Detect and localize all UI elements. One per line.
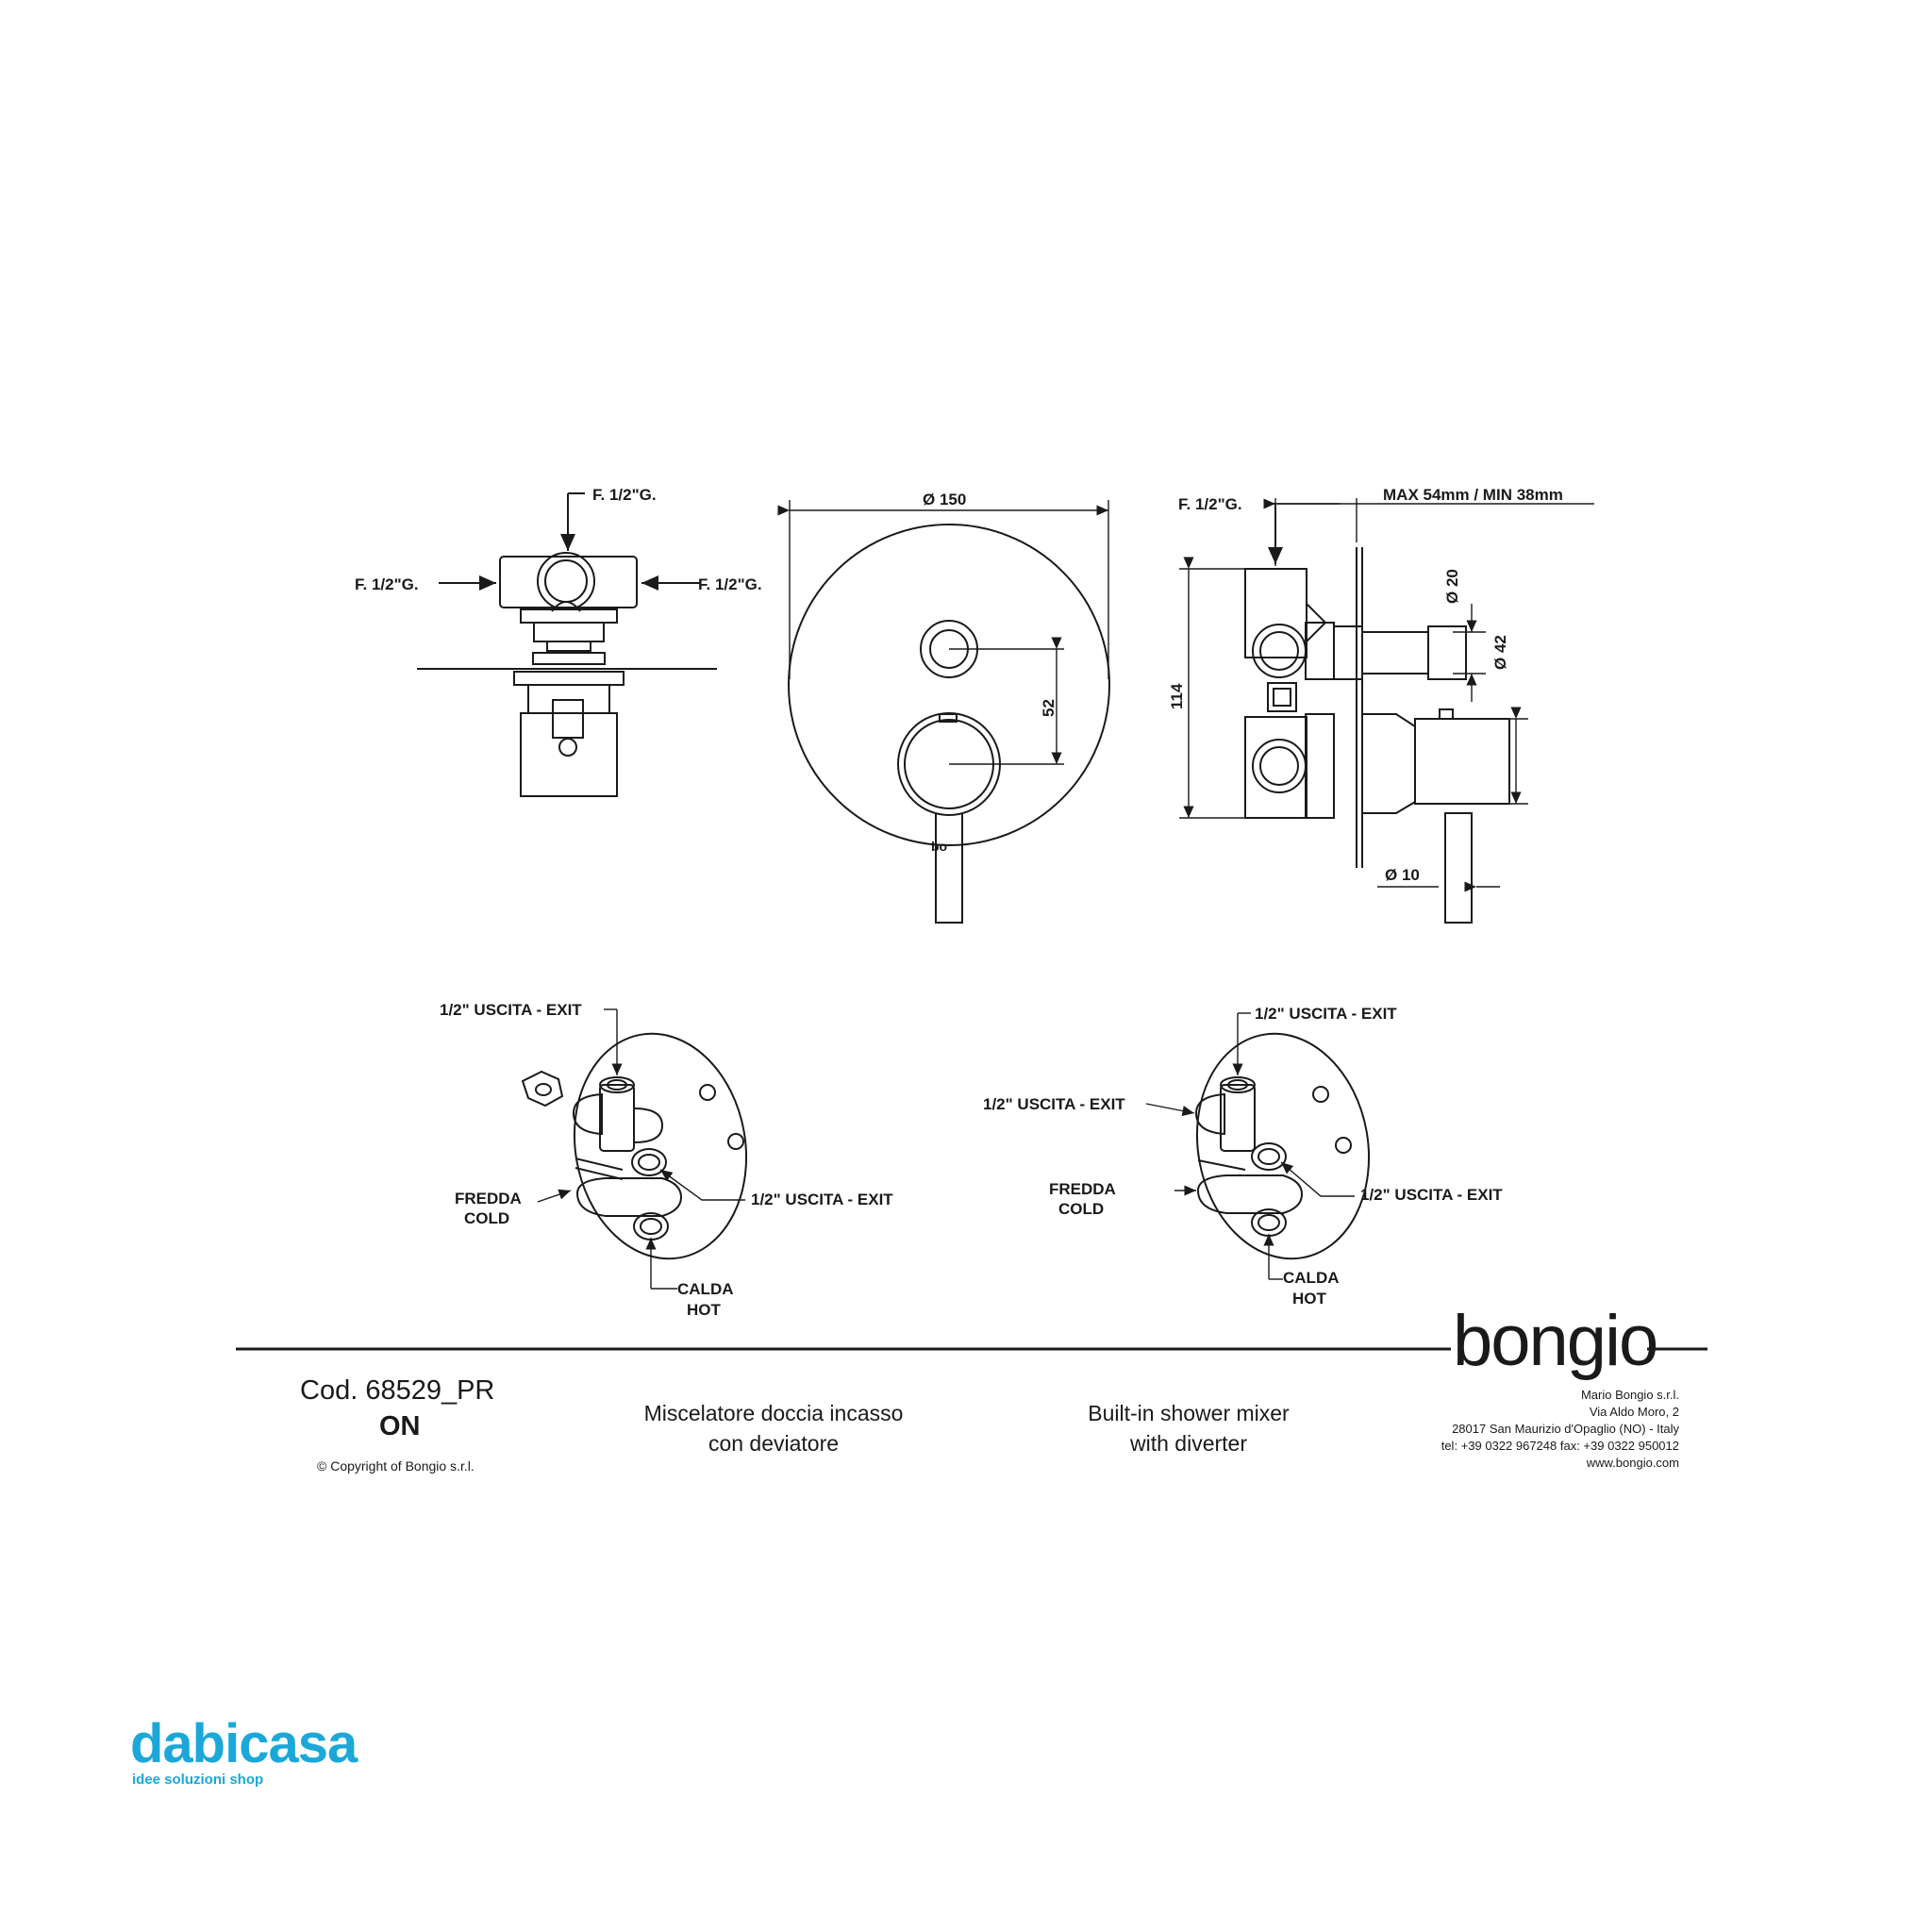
iso-right-exit-top: 1/2" USCITA - EXIT [1255,1005,1397,1023]
iso-right-exit-left: 1/2" USCITA - EXIT [983,1095,1125,1113]
brand-logo: bongio [1453,1301,1658,1381]
iso-right-cold-en: COLD [1058,1200,1104,1218]
handle-logo-mark: bo [931,839,947,854]
description-english: Built-in shower mixer with diverter [1088,1401,1290,1456]
description-italian: Miscelatore doccia incasso con deviatore [643,1401,904,1456]
iso-right-cold-it: FREDDA [1049,1180,1116,1198]
top-view-top-inlet-label: F. 1/2"G. [592,486,657,504]
side-d20-label: Ø 20 [1443,569,1461,604]
side-inlet-label: F. 1/2"G. [1178,495,1242,513]
iso-right-hot-en: HOT [1292,1290,1327,1307]
top-view [417,492,717,797]
top-view-right-inlet-label: F. 1/2"G. [698,575,762,593]
iso-left-cold-it: FREDDA [455,1190,522,1208]
iso-left-hot-en: HOT [687,1301,722,1319]
front-diameter-label: Ø 150 [923,491,966,508]
front-offset-label: 52 [1040,699,1058,717]
company-address: Mario Bongio s.r.l. Via Aldo Moro, 2 280… [1441,1388,1679,1470]
watermark-name: dabicasa [130,1713,358,1774]
watermark-tagline: idee soluzioni shop [132,1772,264,1788]
model-name: ON [379,1411,421,1441]
iso-left-cold-en: COLD [464,1209,509,1227]
side-d10-label: Ø 10 [1385,866,1420,884]
front-view: bo [777,500,1110,924]
top-view-left-inlet-label: F. 1/2"G. [355,575,419,593]
side-view [1179,498,1594,924]
iso-right-exit-right: 1/2" USCITA - EXIT [1360,1186,1503,1204]
iso-left-exit-top: 1/2" USCITA - EXIT [440,1001,582,1019]
iso-left-hot-it: CALDA [677,1280,734,1298]
product-code: Cod. 68529_PR [300,1375,495,1406]
iso-view-left [521,1032,748,1260]
iso-view-right [1194,1032,1371,1260]
iso-left-exit-side: 1/2" USCITA - EXIT [751,1191,893,1208]
copyright: © Copyright of Bongio s.r.l. [317,1458,475,1474]
side-d42-label: Ø 42 [1491,635,1509,670]
side-depth-label: MAX 54mm / MIN 38mm [1383,486,1563,504]
side-height-label: 114 [1168,683,1186,709]
iso-right-hot-it: CALDA [1283,1269,1340,1287]
dabicasa-watermark: dabicasa idee soluzioni shop [130,1713,358,1789]
